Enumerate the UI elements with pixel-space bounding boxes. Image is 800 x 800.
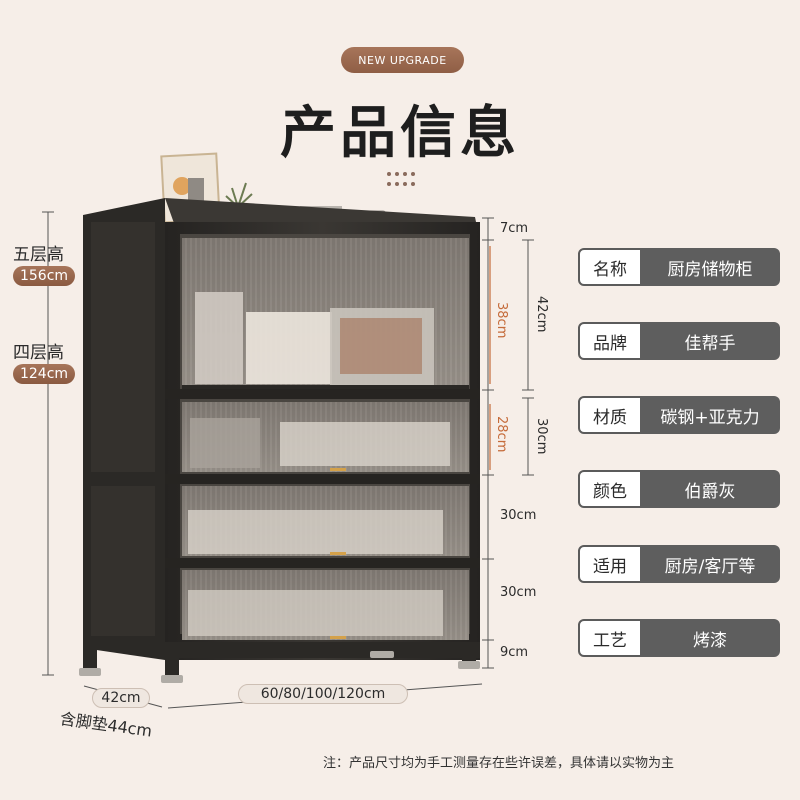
spec-row-craft: 工艺 烤漆	[578, 619, 780, 657]
spec-value: 伯爵灰	[640, 470, 780, 508]
spec-row-name: 名称 厨房储物柜	[578, 248, 780, 286]
spec-row-color: 颜色 伯爵灰	[578, 470, 780, 508]
spec-value: 佳帮手	[640, 322, 780, 360]
spec-value: 厨房储物柜	[640, 248, 780, 286]
width-dimension: 60/80/100/120cm	[238, 684, 408, 704]
five-tier-height-value: 156cm	[13, 266, 75, 286]
spec-label: 名称	[578, 248, 642, 286]
spec-row-usage: 适用 厨房/客厅等	[578, 545, 780, 583]
depth-dimension: 42cm	[92, 688, 150, 708]
spec-row-brand: 品牌 佳帮手	[578, 322, 780, 360]
page-title: 产品信息	[280, 101, 520, 166]
spec-label: 颜色	[578, 470, 642, 508]
top-gap-dimension: 7cm	[500, 221, 529, 236]
shelf1-inner-dimension: 38cm	[494, 302, 509, 339]
shelf2-inner-dimension: 28cm	[494, 416, 509, 453]
spec-label: 工艺	[578, 619, 642, 657]
cabinet-illustration	[42, 152, 534, 709]
new-upgrade-badge: NEW UPGRADE	[341, 47, 464, 73]
spec-value: 碳钢+亚克力	[640, 396, 780, 434]
disclaimer-note: 注：产品尺寸均为手工测量存在些许误差，具体请以实物为主	[323, 756, 675, 771]
spec-row-material: 材质 碳钢+亚克力	[578, 396, 780, 434]
spec-label: 适用	[578, 545, 642, 583]
shelf2-outer-dimension: 30cm	[534, 418, 549, 455]
five-tier-height-label: 五层高	[13, 245, 64, 265]
four-tier-height-label: 四层高	[13, 343, 64, 363]
shelf4-dimension: 30cm	[500, 585, 537, 600]
shelf3-dimension: 30cm	[500, 508, 537, 523]
decorative-dots	[385, 172, 417, 188]
shelf1-outer-dimension: 42cm	[534, 296, 549, 333]
spec-value: 厨房/客厅等	[640, 545, 780, 583]
spec-value: 烤漆	[640, 619, 780, 657]
four-tier-height-value: 124cm	[13, 364, 75, 384]
foot-dimension: 9cm	[500, 645, 529, 660]
spec-label: 材质	[578, 396, 642, 434]
spec-label: 品牌	[578, 322, 642, 360]
shelf-dimension-lines	[482, 217, 534, 669]
cabinet-body	[83, 198, 480, 660]
height-dimension-line	[42, 211, 54, 676]
cabinet-legs	[79, 642, 480, 683]
